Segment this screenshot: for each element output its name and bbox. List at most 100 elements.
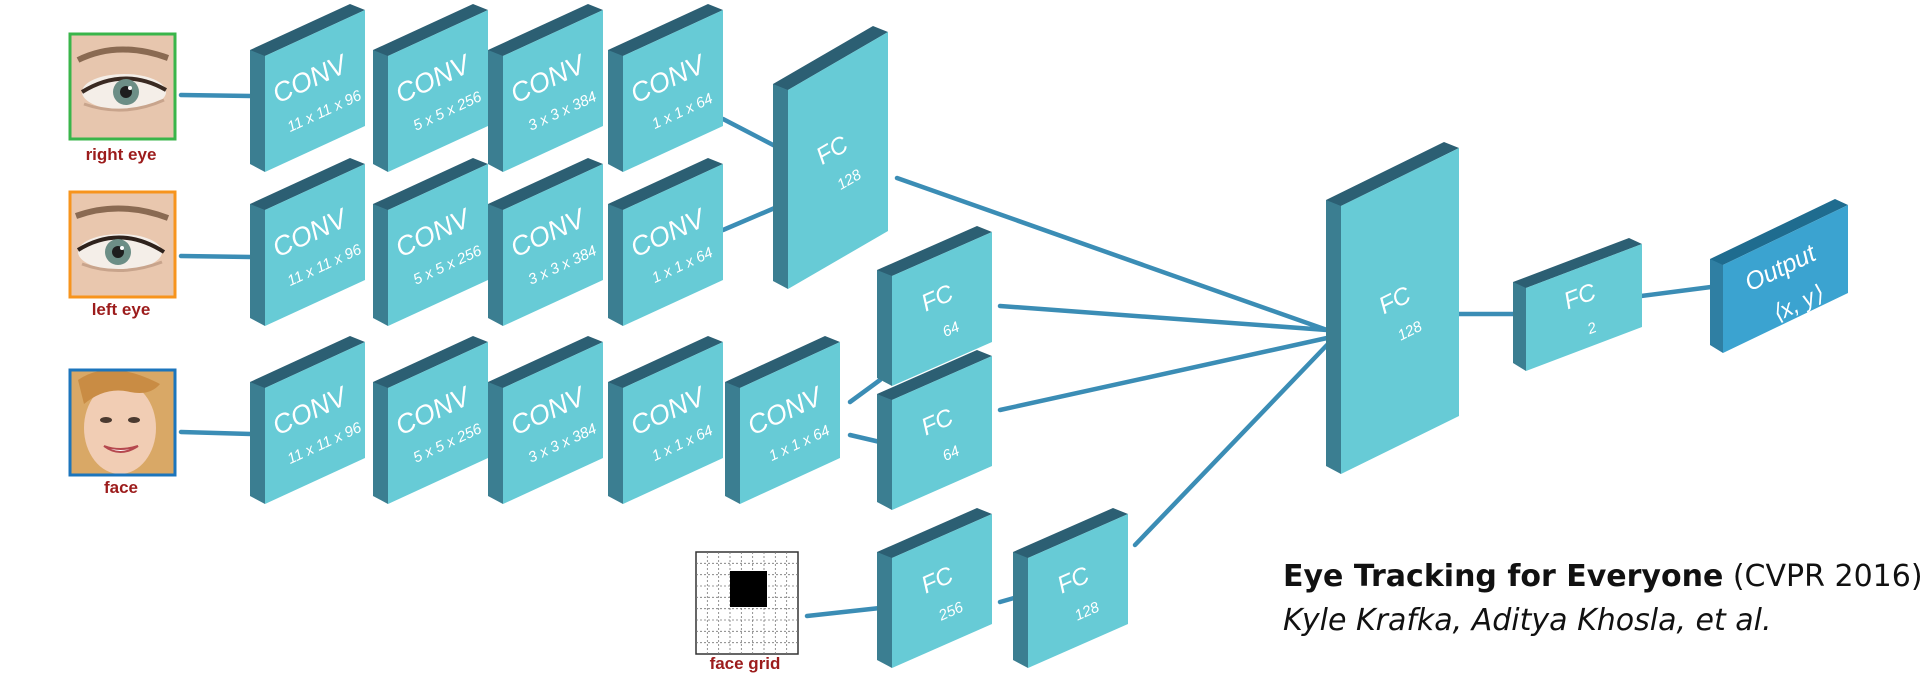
- connector-lines: [178, 92, 1714, 619]
- left-eye-conv-3-front-face: [503, 164, 603, 326]
- right-eye-conv-1-front-face: [265, 10, 365, 172]
- output-block-side-face: [1710, 259, 1723, 353]
- final-fc: FC2: [1513, 238, 1642, 371]
- left-eye-conv-1-side-face: [250, 204, 265, 326]
- connector-line-5: [720, 204, 780, 233]
- right-eye-conv-3-side-face: [488, 50, 503, 172]
- right-eye-conv-1-top-face: [250, 4, 365, 56]
- final-fc-top-face: [1513, 238, 1642, 288]
- grid-fc-2-top-face: [1013, 508, 1128, 558]
- left-eye-conv-4-front-face: [623, 164, 723, 326]
- connector-line-10: [847, 432, 883, 445]
- face-conv-1-front-face: [265, 342, 365, 504]
- face-conv-4-side-face: [608, 382, 623, 504]
- caption-venue: (CVPR 2016): [1723, 559, 1923, 594]
- right-eye-conv-2-side-face: [373, 50, 388, 172]
- left-eye-conv-2-top-face: [373, 158, 488, 210]
- face-conv-5-side-face: [725, 382, 740, 504]
- output-block-top-face: [1710, 199, 1848, 265]
- face-photo: [68, 368, 177, 477]
- grid-fc-1-front-face: [892, 514, 992, 668]
- output-block-front-face: [1723, 205, 1848, 353]
- merge-fc-side-face: [1326, 200, 1341, 474]
- connector-line-12: [997, 595, 1017, 605]
- grid-fc-2-front-face: [1028, 514, 1128, 668]
- face-fc-1-front-face: [892, 232, 992, 386]
- connector-line-9: [847, 377, 883, 405]
- left-eye-conv-3-top-face: [488, 158, 603, 210]
- face-label: face: [104, 478, 138, 497]
- connector-line-3: [178, 429, 254, 437]
- input-images: [68, 32, 799, 655]
- grid-fc-1-top-face: [877, 508, 992, 558]
- right-eye-conv-2-front-face: [388, 10, 488, 172]
- left-eye-label: left eye: [92, 300, 151, 319]
- merge-fc-top-face: [1326, 142, 1459, 206]
- right-eye-conv-3-top-face: [488, 4, 603, 56]
- paper-caption: Eye Tracking for Everyone (CVPR 2016) Ky…: [1283, 555, 1923, 643]
- grid-fc-2-side-face: [1013, 552, 1028, 668]
- right-eye-photo: [68, 32, 177, 141]
- face-fc-2-top-face: [877, 350, 992, 400]
- face-conv-5-top-face: [725, 336, 840, 388]
- caption-title-line: Eye Tracking for Everyone (CVPR 2016): [1283, 555, 1923, 599]
- left-eye-conv-1-front-face: [265, 164, 365, 326]
- right-eye-conv-4-top-face: [608, 4, 723, 56]
- face-fc-1-size: 64: [940, 318, 962, 340]
- face-conv-5-front-face: [740, 342, 840, 504]
- right-eye-conv-3-front-face: [503, 10, 603, 172]
- left-eye-conv-1-top-face: [250, 158, 365, 210]
- face-fc-1-top-face: [877, 226, 992, 276]
- left-eye-conv-2-side-face: [373, 204, 388, 326]
- face-conv-3-top-face: [488, 336, 603, 388]
- face-fc-1-side-face: [877, 270, 892, 386]
- face-conv-2-front-face: [388, 342, 488, 504]
- connector-line-1: [178, 92, 254, 99]
- face-conv-2-side-face: [373, 382, 388, 504]
- left-eye-photo: [68, 190, 177, 299]
- face-fc-2-front-face: [892, 356, 992, 510]
- right-eye-conv-4-front-face: [623, 10, 723, 172]
- right-eye-conv-1-side-face: [250, 50, 265, 172]
- face-conv-1-side-face: [250, 382, 265, 504]
- right-eye-label: right eye: [86, 145, 157, 164]
- connector-line-15: [1638, 284, 1714, 299]
- face-grid-label: face grid: [710, 654, 781, 673]
- caption-authors: Kyle Krafka, Aditya Khosla, et al.: [1283, 603, 1772, 638]
- face-grid-image: [695, 551, 799, 655]
- caption-title: Eye Tracking for Everyone: [1283, 559, 1724, 594]
- eye-fc-side-face: [773, 84, 788, 289]
- face-conv-4-front-face: [623, 342, 723, 504]
- right-eye-conv-2-top-face: [373, 4, 488, 56]
- left-eye-conv-4-side-face: [608, 204, 623, 326]
- connector-line-7: [997, 303, 1330, 333]
- left-eye-conv-2-front-face: [388, 164, 488, 326]
- eye-fc-front-face: [788, 32, 888, 289]
- face-conv-4-top-face: [608, 336, 723, 388]
- merge-fc-front-face: [1341, 148, 1459, 474]
- left-eye-conv-4-top-face: [608, 158, 723, 210]
- connector-line-6: [894, 175, 1330, 333]
- output-block: Output⟨x, y⟩: [1710, 199, 1848, 353]
- input-labels: right eye left eye face face grid: [86, 145, 781, 673]
- eye-fc-top-face: [773, 26, 888, 90]
- final-fc-side-face: [1513, 282, 1526, 371]
- left-eye-conv-3-side-face: [488, 204, 503, 326]
- face-fc-2-size: 64: [940, 442, 962, 464]
